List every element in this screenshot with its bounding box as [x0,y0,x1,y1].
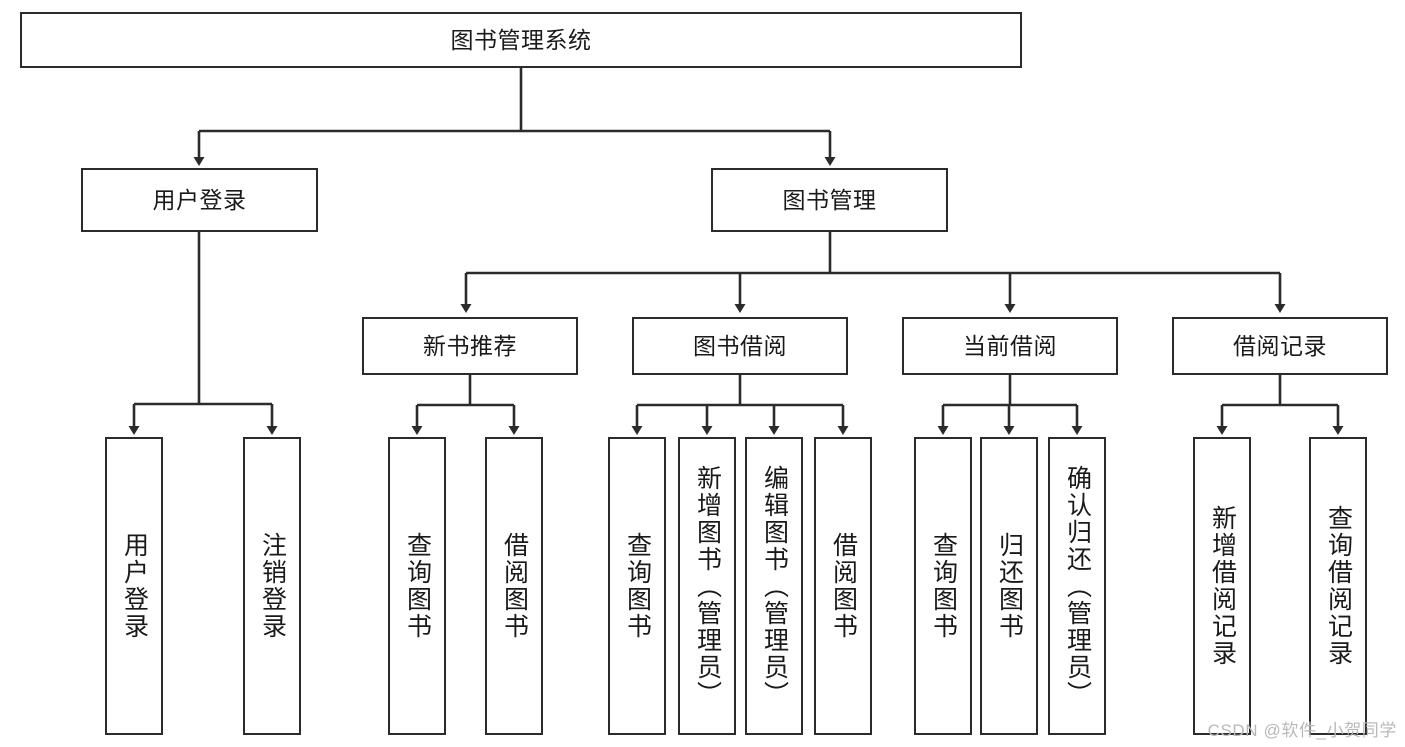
node-leaf-add-record-label: 新增借阅记录 [1208,505,1237,667]
node-leaf-add-book-label: 新增图书（管理员） [693,464,722,708]
node-leaf-user-logout-label: 注销登录 [258,532,287,640]
node-user-login-label: 用户登录 [152,186,247,213]
node-leaf-edit-book-label: 编辑图书（管理员） [760,464,789,708]
node-leaf-query-book-3[interactable]: 查询图书 [914,437,972,735]
csdn-watermark: CSDN @软件_小贺同学 [1207,721,1397,740]
node-user-login[interactable]: 用户登录 [81,168,318,232]
node-book-borrow-label: 图书借阅 [693,332,787,359]
node-root[interactable]: 图书管理系统 [20,12,1022,68]
node-leaf-return-book-label: 归还图书 [995,532,1024,640]
node-leaf-user-login[interactable]: 用户登录 [105,437,163,735]
node-book-management-label: 图书管理 [782,186,877,213]
node-leaf-add-book[interactable]: 新增图书（管理员） [678,437,736,735]
node-leaf-borrow-book-1[interactable]: 借阅图书 [485,437,543,735]
node-leaf-query-record[interactable]: 查询借阅记录 [1309,437,1367,735]
node-current-borrow-label: 当前借阅 [963,332,1057,359]
node-leaf-borrow-book-1-label: 借阅图书 [500,532,529,640]
node-leaf-add-record[interactable]: 新增借阅记录 [1193,437,1251,735]
node-new-book-recommend-label: 新书推荐 [423,332,517,359]
node-leaf-user-login-label: 用户登录 [120,532,149,640]
node-leaf-user-logout[interactable]: 注销登录 [243,437,301,735]
node-leaf-return-book[interactable]: 归还图书 [980,437,1038,735]
node-leaf-confirm-return-label: 确认归还（管理员） [1063,464,1092,708]
node-leaf-query-record-label: 查询借阅记录 [1324,505,1353,667]
node-leaf-confirm-return[interactable]: 确认归还（管理员） [1048,437,1106,735]
node-leaf-borrow-book-2-label: 借阅图书 [829,532,858,640]
node-leaf-query-book-1-label: 查询图书 [403,532,432,640]
node-borrow-record[interactable]: 借阅记录 [1172,317,1388,375]
node-leaf-query-book-3-label: 查询图书 [929,532,958,640]
node-borrow-record-label: 借阅记录 [1233,332,1327,359]
node-new-book-recommend[interactable]: 新书推荐 [362,317,578,375]
node-leaf-query-book-2[interactable]: 查询图书 [608,437,666,735]
node-leaf-query-book-2-label: 查询图书 [623,532,652,640]
node-leaf-edit-book[interactable]: 编辑图书（管理员） [745,437,803,735]
node-current-borrow[interactable]: 当前借阅 [902,317,1118,375]
node-leaf-borrow-book-2[interactable]: 借阅图书 [814,437,872,735]
node-book-management[interactable]: 图书管理 [711,168,948,232]
node-root-label: 图书管理系统 [450,26,592,53]
node-book-borrow[interactable]: 图书借阅 [632,317,848,375]
node-leaf-query-book-1[interactable]: 查询图书 [388,437,446,735]
